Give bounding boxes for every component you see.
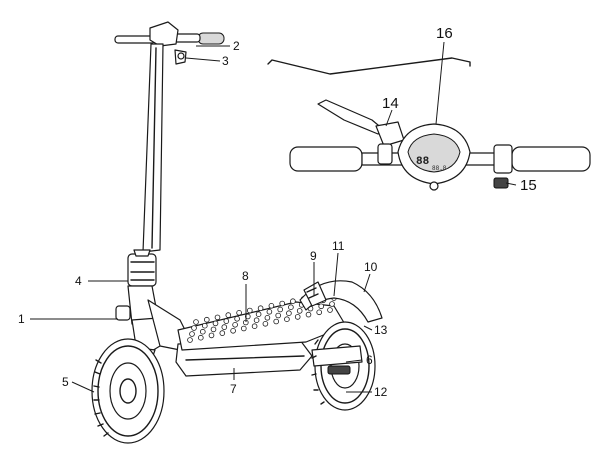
- callout-10: 10: [364, 260, 378, 274]
- deck-grip-dot: [251, 323, 258, 330]
- deck-grip-dot: [305, 311, 312, 318]
- deck-grip-dot: [262, 320, 269, 327]
- power-switch: [493, 177, 509, 189]
- deck-grip-dot: [253, 317, 260, 324]
- right-grip: [511, 146, 591, 172]
- callout-11: 11: [332, 239, 345, 253]
- deck-grip-dot: [241, 325, 247, 332]
- deck-grip-dot: [236, 309, 242, 316]
- deck-grip-dot: [273, 318, 280, 325]
- deck-grip-dot: [202, 322, 208, 329]
- dashboard-display: 88 88.8: [397, 123, 471, 191]
- deck-grip-dot: [296, 308, 303, 314]
- callout-12: 12: [374, 385, 388, 399]
- deck-grip-dot: [234, 315, 240, 322]
- deck-grip-dot: [247, 307, 253, 314]
- deck-grip-dot: [214, 314, 221, 321]
- deck-grip-dot: [208, 332, 215, 339]
- deck-grip-dot: [275, 312, 282, 319]
- deck-grip-dot: [290, 298, 296, 305]
- leader-lines: [30, 41, 517, 393]
- deck-grip-dot: [318, 303, 325, 310]
- deck-grip-dot: [329, 301, 335, 307]
- callout-15: 15: [520, 177, 537, 194]
- deck-grip-pattern: [187, 289, 339, 343]
- deck-grip-dot: [266, 308, 273, 315]
- deck-grip-dot: [294, 314, 301, 320]
- deck-grip-dot: [284, 316, 290, 323]
- deck-grip-dot: [204, 316, 210, 323]
- deck-grip-dot: [327, 307, 333, 313]
- scooter-side-view: [91, 21, 383, 444]
- folding-clamp: [127, 249, 157, 287]
- callout-2: 2: [233, 39, 240, 53]
- deck-grip-dot: [255, 311, 262, 318]
- callout-13: 13: [374, 323, 388, 337]
- callout-7: 7: [230, 382, 237, 396]
- deck-grip-dot: [193, 319, 199, 325]
- indicator-switch: [377, 143, 393, 165]
- callout-9: 9: [310, 249, 317, 263]
- callout-14: 14: [382, 95, 399, 112]
- callout-8: 8: [242, 269, 249, 283]
- display-digits: 88: [416, 156, 430, 168]
- deck-grip-dot: [232, 321, 238, 328]
- callout-1: 1: [18, 312, 25, 326]
- deck-grip-dot: [198, 334, 204, 341]
- deck: [177, 289, 347, 351]
- callout-4: 4: [75, 274, 82, 288]
- chassis-frame: [147, 299, 313, 377]
- steering-column: [142, 43, 164, 253]
- callout-3: 3: [222, 54, 229, 68]
- deck-grip-dot: [200, 328, 206, 335]
- deck-grip-dot: [225, 312, 232, 318]
- deck-grip-dot: [219, 330, 226, 336]
- deck-grip-dot: [288, 304, 294, 311]
- deck-grip-dot: [257, 305, 264, 312]
- callout-6: 6: [366, 353, 373, 367]
- cockpit-detail: 88 88.8: [267, 57, 591, 191]
- rear-fender: [299, 280, 383, 323]
- deck-grip-dot: [230, 327, 236, 334]
- deck-grip-dot: [268, 302, 275, 309]
- deck-grip-dot: [279, 300, 286, 307]
- rear-wheel: [311, 321, 376, 411]
- deck-grip-dot: [221, 324, 228, 330]
- deck-grip-dot: [245, 313, 251, 320]
- display-readout: 88.8: [432, 165, 447, 172]
- front-wheel: [91, 338, 165, 444]
- left-grip: [289, 146, 363, 172]
- callout-16: 16: [436, 25, 453, 42]
- deck-grip-dot: [191, 325, 197, 331]
- deck-grip-dot: [223, 318, 230, 324]
- brake-lever: [317, 99, 385, 135]
- callout-5: 5: [62, 375, 69, 389]
- deck-grip-dot: [187, 337, 193, 343]
- deck-grip-dot: [210, 326, 217, 333]
- deck-grip-dot: [277, 306, 284, 313]
- deck-grip-dot: [264, 314, 271, 321]
- deck-grip-dot: [212, 320, 219, 327]
- deck-grip-dot: [316, 309, 323, 316]
- callout-labels: 1 2 3 4 5 6 7 8 9 10 11 12 13 14 15 16: [18, 25, 537, 399]
- deck-grip-dot: [189, 331, 195, 337]
- deck-grip-dot: [286, 310, 292, 317]
